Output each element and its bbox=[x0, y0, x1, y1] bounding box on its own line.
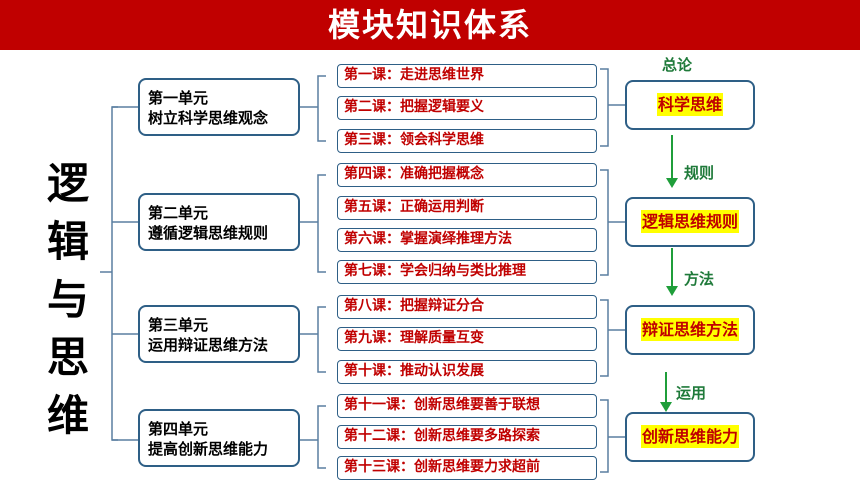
lesson-9: 第九课：理解质量互变 bbox=[337, 327, 597, 351]
unit3-bracket bbox=[317, 306, 326, 373]
unit4-bracket bbox=[317, 405, 326, 469]
lesson-7: 第七课：学会归纳与类比推理 bbox=[337, 260, 597, 284]
label-rules: 规则 bbox=[684, 164, 715, 182]
main-title: 逻 辑 与 思 维 bbox=[46, 159, 89, 440]
right-bracket-4 bbox=[600, 399, 609, 473]
unit-3-box: 第三单元 运用辩证思维方法 bbox=[138, 305, 300, 363]
label-method: 方法 bbox=[684, 270, 715, 288]
logical-thinking-box: 逻辑思维规则 bbox=[625, 197, 755, 247]
header-banner: 模块知识体系 bbox=[0, 0, 860, 50]
unit2-bracket bbox=[317, 174, 326, 273]
right-bracket-1 bbox=[600, 68, 609, 147]
right-bracket-2 bbox=[600, 169, 609, 276]
innovative-thinking-box: 创新思维能力 bbox=[625, 412, 755, 462]
lesson-13: 第十三课：创新思维要力求超前 bbox=[337, 456, 597, 480]
scientific-thinking-box: 科学思维 bbox=[625, 80, 755, 130]
unit1-bracket bbox=[317, 75, 326, 142]
dialectical-thinking-box: 辩证思维方法 bbox=[625, 305, 755, 355]
page-title: 模块知识体系 bbox=[327, 6, 532, 44]
lesson-4: 第四课：准确把握概念 bbox=[337, 163, 597, 187]
main-bracket bbox=[111, 106, 118, 441]
right-bracket-3 bbox=[600, 299, 609, 377]
lesson-6: 第六课：掌握演绎推理方法 bbox=[337, 228, 597, 252]
lesson-2: 第二课：把握逻辑要义 bbox=[337, 96, 597, 120]
unit-1-box: 第一单元 树立科学思维观念 bbox=[138, 78, 300, 136]
unit-4-box: 第四单元 提高创新思维能力 bbox=[138, 409, 300, 467]
lesson-1: 第一课：走进思维世界 bbox=[337, 64, 597, 88]
label-overview: 总论 bbox=[662, 56, 693, 74]
lesson-8: 第八课：把握辩证分合 bbox=[337, 295, 597, 319]
unit-2-box: 第二单元 遵循逻辑思维规则 bbox=[138, 193, 300, 251]
lesson-11: 第十一课：创新思维要善于联想 bbox=[337, 394, 597, 418]
label-apply: 运用 bbox=[676, 384, 707, 402]
lesson-10: 第十课：推动认识发展 bbox=[337, 360, 597, 384]
lesson-5: 第五课：正确运用判断 bbox=[337, 196, 597, 220]
lesson-12: 第十二课：创新思维要多路探索 bbox=[337, 425, 597, 449]
lesson-3: 第三课：领会科学思维 bbox=[337, 129, 597, 153]
